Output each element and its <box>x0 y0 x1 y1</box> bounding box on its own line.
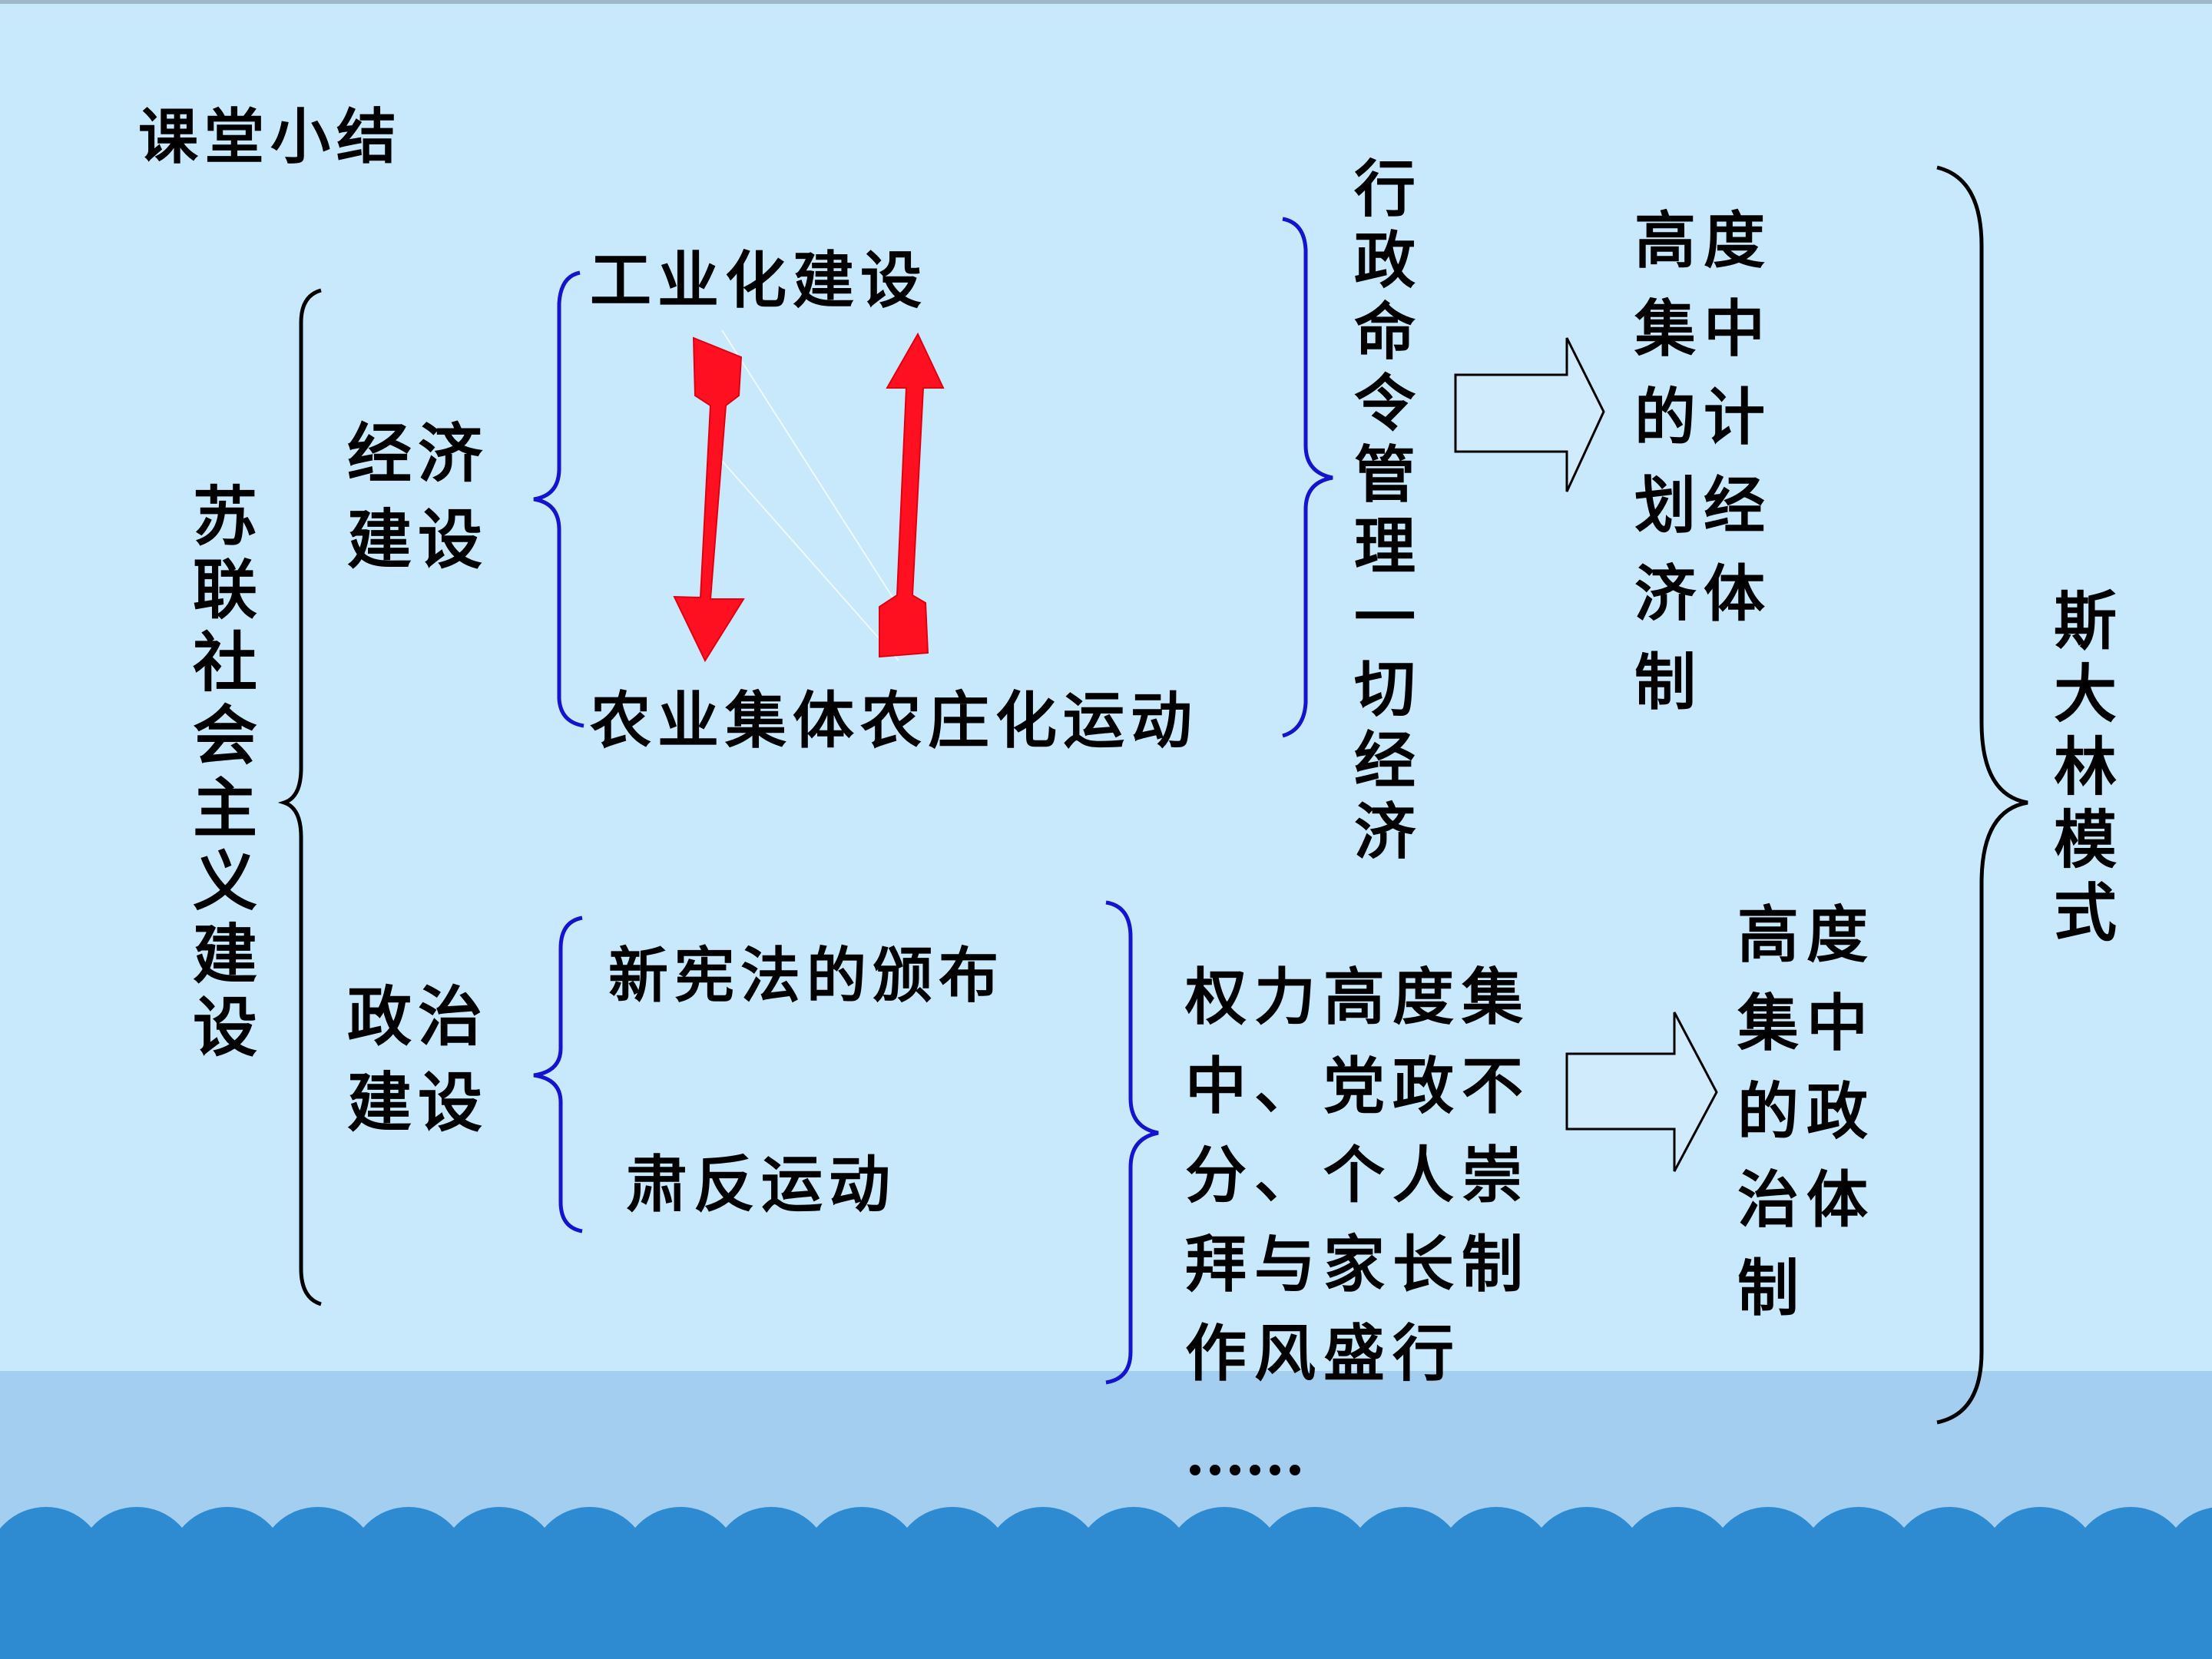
political-result: 高度 集中 的政 治体 制 <box>1737 899 1876 1324</box>
conclusion-brace <box>1936 165 2028 1425</box>
political-label: 政治 建设 <box>347 979 489 1141</box>
conclusion-label: 斯大林模式 <box>2053 584 2117 950</box>
economic-result: 高度 集中 的计 划经 济体 制 <box>1634 204 1773 718</box>
economic-feature: 行政命令管理一切经济 <box>1354 153 1416 868</box>
economic-top-item: 工业化建设 <box>590 244 928 316</box>
political-brace <box>533 916 583 1233</box>
political-bottom-item: 肃反运动 <box>626 1148 896 1220</box>
economic-brace <box>533 270 584 728</box>
ellipsis-dots <box>1190 1465 1300 1475</box>
political-feature: 权力高度集 中、党政不 分、个人崇 拜与家长制 作风盛行 <box>1185 961 1531 1389</box>
wave-base <box>0 1628 2212 1659</box>
slide-title: 课堂小结 <box>138 102 403 172</box>
political-top-item: 新宪法的颁布 <box>608 941 1005 1011</box>
wave-pattern <box>0 1507 2212 1659</box>
economic-feature-brace <box>1282 217 1333 738</box>
economic-bottom-item: 农业集体农庄化运动 <box>590 684 1198 757</box>
industry-to-agriculture-arrow <box>673 336 745 663</box>
root-brace <box>277 288 322 1306</box>
root-label: 苏联社会主义建设 <box>192 478 257 1065</box>
economic-result-arrow <box>1454 337 1605 492</box>
political-feature-brace <box>1105 900 1159 1385</box>
agriculture-to-industry-arrow <box>879 332 945 658</box>
economic-label: 经济 建设 <box>347 416 489 578</box>
political-result-arrow <box>1565 1012 1718 1172</box>
